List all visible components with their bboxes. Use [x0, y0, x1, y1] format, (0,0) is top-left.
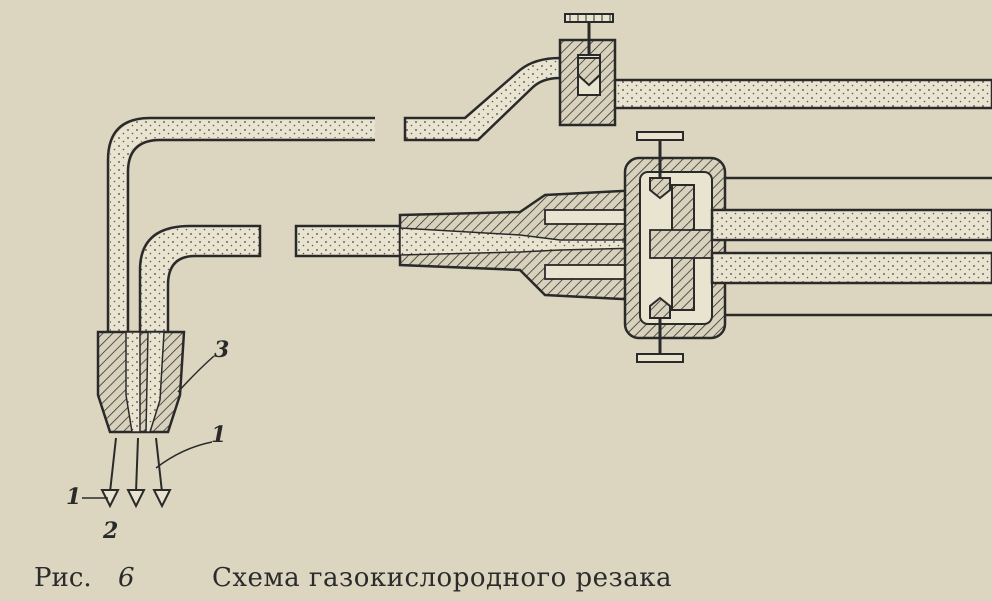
- injector-body: [294, 188, 642, 302]
- outer-tube-right: [403, 56, 992, 142]
- upper-valve: [558, 13, 617, 127]
- outer-tube-left: [106, 116, 375, 335]
- nozzle-tip: [96, 330, 186, 434]
- main-valve-housing: [623, 131, 727, 363]
- caption-prefix: Рис.: [34, 563, 92, 593]
- inner-tube-left-fill: [138, 224, 262, 337]
- label-jet-right: 1: [211, 422, 227, 448]
- leader-lines: [82, 355, 215, 499]
- flame-jets: [100, 437, 172, 509]
- caption-number: 6: [118, 563, 135, 593]
- caption-title: Схема газокислородного резака: [212, 563, 672, 593]
- label-jet-left: 1: [66, 484, 82, 510]
- handle-tubes: [710, 176, 992, 317]
- label-jet-center: 2: [103, 518, 119, 544]
- outer-tube-left-fill: [110, 120, 375, 335]
- label-outer-nozzle: 3: [214, 337, 230, 363]
